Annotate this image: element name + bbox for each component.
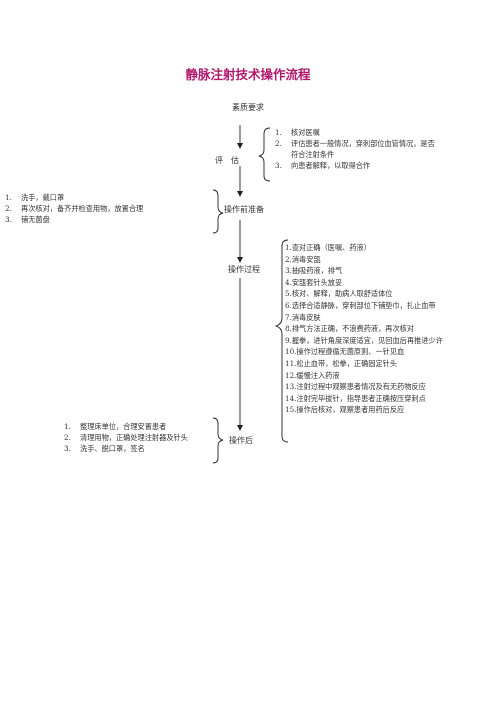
step-quality-requirements: 素质要求: [232, 103, 264, 112]
brace-after: [212, 417, 224, 464]
list-item: 7.消毒皮肤: [285, 312, 321, 322]
assessment-list: 1.核对医嘱 2.评估患者一般情况，穿刺部位血管情况，是否 符合注射条件 3.向…: [275, 127, 435, 171]
list-item: 2.消毒安瓿: [285, 254, 321, 264]
step-after-procedure: 操作后: [229, 436, 253, 445]
list-item: 12.缓慢注入药液: [285, 370, 340, 380]
list-item: 14.注射完毕拔针，指导患者正确按压穿刺点: [285, 393, 426, 403]
procedure-list: 1.查对正确（医嘱、药液） 2.消毒安瓿 3.抽吸药液，排气 4.安瓿套针头放妥…: [285, 242, 443, 416]
list-item: 10.操作过程遵循无菌原则、一针见血: [285, 347, 405, 357]
list-item: 1.核对医嘱: [275, 128, 320, 137]
list-item: 3.向患者解释，以取得合作: [275, 161, 371, 170]
preparation-list: 1.洗手，戴口罩 2.再次核对，备齐并检查用物，放置合理 3.铺无菌盘: [5, 192, 143, 225]
list-item: 3.洗手、脱口罩，签名: [64, 444, 145, 453]
step-preparation: 操作前准备: [224, 205, 264, 214]
brace-prepare: [212, 189, 224, 234]
step-procedure: 操作过程: [228, 265, 260, 274]
list-item: 3.抽吸药液，排气: [285, 266, 343, 276]
brace-process: [274, 239, 289, 443]
brace-assess: [258, 127, 271, 182]
after-procedure-list: 1.整理床单位，合理安置患者 2.清理用物，正确处理注射器及针头 3.洗手、脱口…: [64, 421, 188, 454]
list-item: 1.整理床单位，合理安置患者: [64, 422, 167, 431]
page-title: 静脉注射技术操作流程: [185, 67, 311, 82]
list-item-continuation: 符合注射条件: [291, 150, 335, 159]
list-item: 13.注射过程中观察患者情况及有无药物反应: [285, 382, 426, 392]
list-item: 6.选择合适静脉，穿刺部位下铺垫巾，扎止血带: [285, 300, 436, 310]
list-item: 5.核对、解释，助病人取舒适体位: [285, 289, 393, 299]
list-item: 2.清理用物，正确处理注射器及针头: [64, 433, 188, 442]
list-item: 8.排气方法正确，不浪费药液，再次核对: [285, 324, 415, 334]
step-assessment: 评 估: [215, 156, 239, 165]
list-item: 2.评估患者一般情况，穿刺部位血管情况，是否: [275, 139, 435, 148]
list-item: 3.铺无菌盘: [5, 215, 50, 224]
list-item: 11.松止血带，松拳，正确固定针头: [285, 358, 398, 368]
list-item: 9.握拳，进针角度深度适宜，见回血后再推进少许: [285, 335, 443, 345]
list-item: 1.查对正确（医嘱、药液）: [285, 243, 371, 252]
list-item: 2.再次核对，备齐并检查用物，放置合理: [5, 204, 144, 213]
list-item: 4.安瓿套针头放妥: [285, 277, 343, 287]
list-item: 1.洗手，戴口罩: [5, 193, 65, 202]
list-item: 15.操作后核对，观察患者用药后反应: [285, 405, 405, 415]
